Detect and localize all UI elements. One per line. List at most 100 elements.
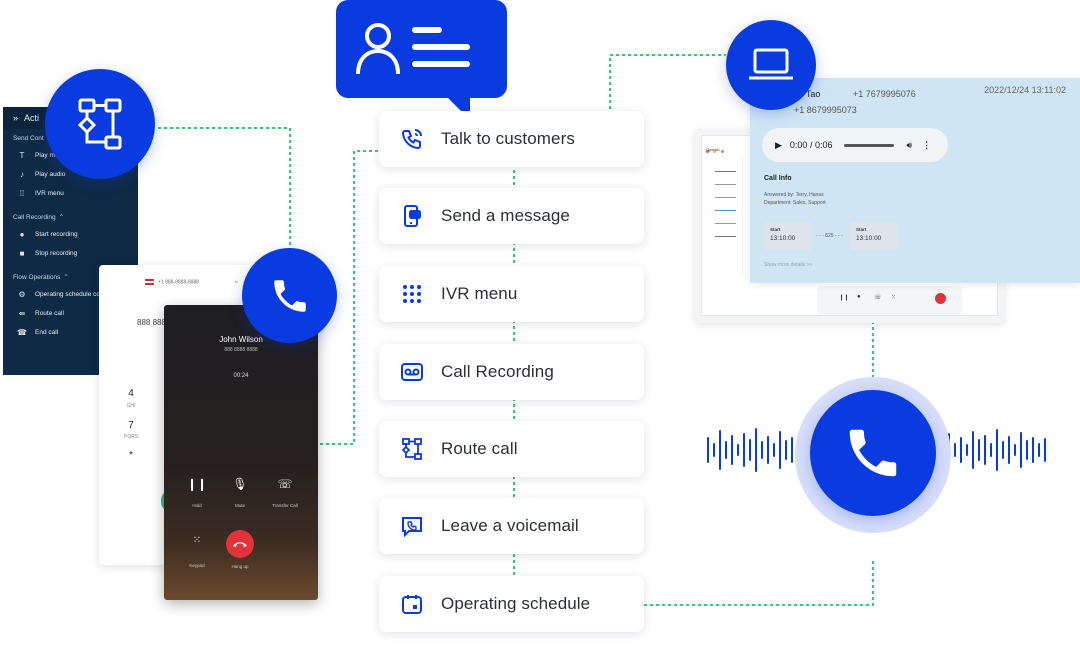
duration-gap: - - - 625 - - - [816,233,843,239]
end-time-card: Start 13:10:00 [850,222,898,250]
keypad-button[interactable]: ⁙ Keypad [177,535,217,568]
country-code-text: +1 888-8888-8888 [158,279,200,286]
double-chevron-icon[interactable]: » [13,113,19,123]
dropdown-chevron-icon[interactable]: ⌄ [233,276,240,285]
flow-section[interactable]: Flow Operations⌃ [3,263,138,285]
caller-number: 888 8888 8888 [224,347,258,353]
key-7-sub: PQRS [124,434,139,440]
recording-section-label: Call Recording [13,213,56,221]
action-operating-schedule[interactable]: ⚙Operating schedule condition [3,285,138,304]
us-flag-icon [145,279,154,285]
end-label: Start [856,227,867,232]
feature-label: Route call [441,439,518,458]
actions-title: Acti [24,113,40,123]
feature-send-a-message[interactable]: Send a message [379,188,644,244]
action-label: IVR menu [35,190,64,197]
action-play-audio[interactable]: ♪Play audio [3,165,138,184]
country-code[interactable]: +1 888-8888-8888 [145,279,199,285]
flowchart-badge [45,69,155,179]
transfer-call-button[interactable]: ☏ Transfer Call [265,477,305,508]
app-brand: OpenAI [706,147,720,152]
call-info-title: Call Info [764,175,792,182]
hang-up-icon[interactable] [935,293,946,304]
call-date: 2022/12/24 13:11:02 [984,85,1066,95]
start-time: 13:10:00 [770,235,796,242]
phone-icon [849,429,897,477]
chevron-up-icon: ⌃ [63,274,69,281]
volume-icon[interactable]: 🔊︎ [906,139,913,150]
send-section-label: Send Cont [13,135,44,142]
laptop-sidebar [705,156,743,276]
feature-leave-a-voicemail[interactable]: Leave a voicemail [379,498,644,554]
feature-label: Call Recording [441,362,554,381]
keypad-icon[interactable]: ⁙ [891,295,897,301]
pause-icon: ❙❙ [186,477,208,491]
show-more-link[interactable]: Show more details >> [764,262,813,268]
more-options-icon[interactable]: ⋮ [922,139,932,150]
action-label: Stop recording [35,250,78,257]
action-label: End call [35,329,59,336]
microphone-icon[interactable]: ● [857,294,861,300]
action-route-call[interactable]: ⇚ Route call [3,304,138,323]
keypad-icon [399,281,425,307]
action-label: Route call [35,310,64,317]
hold-button[interactable]: ❙❙ Hold [177,477,217,508]
flowchart-icon [77,98,122,150]
hold-label: Hold [192,503,202,508]
key-4[interactable]: 4 [128,388,134,399]
hang-up-button[interactable]: Hang up [220,530,260,569]
dialed-number: 888 888 [137,318,166,327]
transfer-call-icon[interactable]: ☏ [874,295,882,301]
music-note-icon: ♪ [20,170,24,179]
audio-progress-bar[interactable] [844,143,895,147]
action-ivr-menu[interactable]: ⁞⁞ IVR menu [3,184,138,203]
call-duration: 00:24 [233,373,249,379]
send-section[interactable]: Send Cont [3,129,138,146]
gear-icon: ⚙ [18,290,26,299]
route-icon: ⇚ [18,309,26,318]
caller-phone-2: +1 8679995073 [794,105,857,115]
feature-ivr-menu[interactable]: IVR menu [379,266,644,322]
answered-by: Answered by: Terry, Hanas [764,192,824,198]
hang-up-label: Hang up [231,564,249,569]
end-time: 13:10:00 [856,235,882,242]
feature-operating-schedule[interactable]: Operating schedule [379,576,644,632]
text-speech-icon: T [19,151,25,160]
feature-route-call[interactable]: Route call [379,421,644,477]
phone-call-screen: John Wilson 888 8888 8888 00:24 ❙❙ Hold … [164,305,318,600]
action-stop-recording[interactable]: ■ Stop recording [3,244,138,263]
pause-icon[interactable]: ❙❙ [839,295,850,301]
laptop-badge [726,20,816,110]
phone-icon [273,279,306,312]
feature-call-recording[interactable]: Call Recording [379,344,644,400]
feature-label: Operating schedule [441,594,591,613]
chevron-up-icon: ⌃ [58,214,65,221]
record-icon: ● [19,230,25,239]
action-start-recording[interactable]: ● Start recording [3,225,138,244]
flow-section-label: Flow Operations [13,273,61,281]
action-end-call[interactable]: ☎End call [3,323,138,342]
action-label: Start recording [35,231,78,238]
department: Department: Sales, Support [764,200,826,206]
key-4-sub: GHI [126,403,136,409]
feature-label: Send a message [441,206,570,225]
voicemail-tape-icon [399,359,425,385]
keypad-icon: ⁞⁞ [19,189,25,198]
mute-button[interactable]: 🎙︎ Mute [220,477,260,508]
flowchart-icon [399,436,425,462]
play-icon[interactable]: ▶ [775,139,782,150]
key-star[interactable]: * [129,450,133,461]
feature-talk-to-customers[interactable]: Talk to customers [379,111,644,167]
stop-record-icon: ■ [19,249,25,258]
contact-card-icon [356,23,470,75]
audio-player[interactable]: ▶ 0:00 / 0:06 🔊︎ ⋮ [762,128,948,162]
phone-message-icon [399,203,425,229]
key-7[interactable]: 7 [128,420,134,431]
transfer-label: Transfer Call [272,503,298,508]
feature-label: Leave a voicemail [441,516,579,535]
recording-section[interactable]: Call Recording⌃ [3,203,138,225]
caller-phone-1: +1 7679995076 [853,89,916,99]
